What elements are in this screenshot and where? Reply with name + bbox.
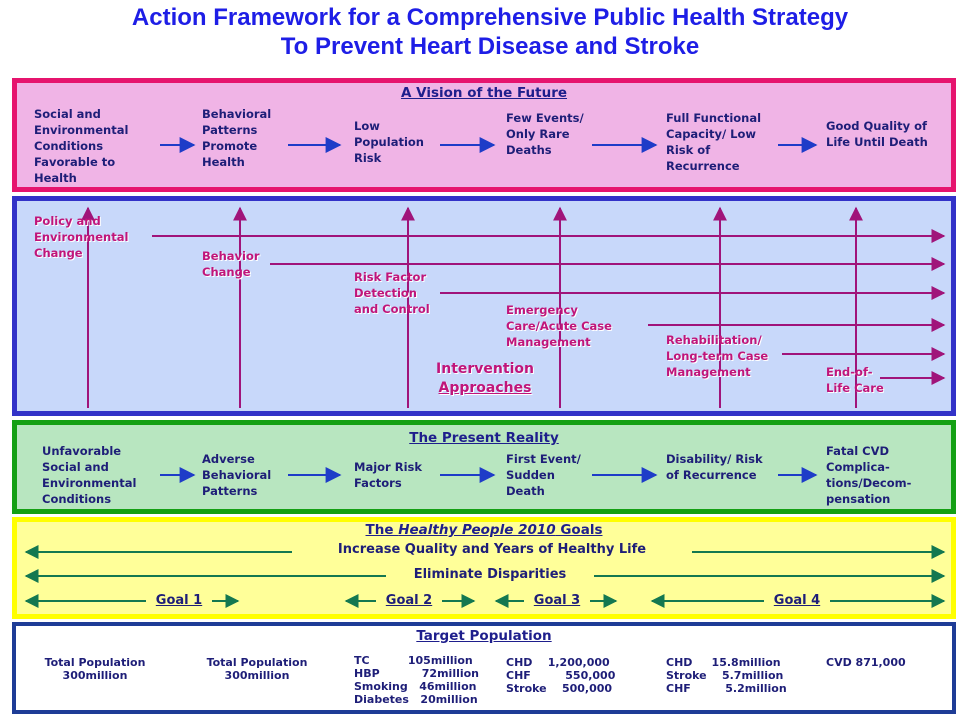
vision-panel: A Vision of the Future — [12, 78, 956, 192]
goal-4-label: Goal 4 — [764, 591, 830, 611]
vision-item-3: Low Population Risk — [354, 119, 424, 165]
vision-item-5: Full Functional Capacity/ Low Risk of Re… — [666, 111, 762, 173]
goal-bar-quality: Increase Quality and Years of Healthy Li… — [292, 540, 692, 560]
target-col1: Total Population 300million — [44, 656, 146, 682]
target-col5: CHD 15.8million Stroke 5.7million CHF 5.… — [666, 656, 787, 695]
goals-title-pre: The — [365, 522, 399, 538]
intervention-risk: Risk Factor Detection and Control — [354, 270, 430, 316]
goal-1-label: Goal 1 — [146, 591, 212, 611]
target-col2: Total Population 300million — [206, 656, 308, 682]
present-title: The Present Reality — [409, 430, 559, 446]
vision-item-2: Behavioral Patterns Promote Health — [202, 107, 272, 169]
intervention-endoflife: End-of-Life Care — [826, 365, 884, 395]
present-item-6: Fatal CVD Complica-tions/Decom-pensation — [826, 444, 912, 506]
intervention-label: Intervention Approaches — [400, 360, 570, 398]
intervention-horizontal-arrows — [152, 229, 946, 385]
goal-bar-disparities: Eliminate Disparities — [386, 565, 594, 585]
goal-2-label: Goal 2 — [376, 591, 442, 611]
target-col3: TC 105million HBP 72million Smoking 46mi… — [354, 654, 480, 706]
vision-item-6: Good Quality of Life Until Death — [826, 119, 928, 149]
intervention-vertical-arrows — [81, 206, 863, 408]
goal-3-label: Goal 3 — [524, 591, 590, 611]
present-item-3: Major Risk Factors — [354, 460, 423, 490]
intervention-policy: Policy and Environmental Change — [34, 214, 129, 260]
vision-item-4: Few Events/ Only Rare Deaths — [506, 111, 584, 157]
present-item-2: Adverse Behavioral Patterns — [202, 452, 272, 498]
intervention-emergency: Emergency Care/Acute Case Management — [506, 303, 612, 349]
main-title-line1: Action Framework for a Comprehensive Pub… — [131, 4, 849, 31]
goals-title: The Healthy People 2010 Goals — [17, 522, 951, 538]
intervention-panel — [12, 196, 956, 416]
intervention-label-line1: Intervention — [436, 361, 534, 377]
intervention-rehab: Rehabilitation/ Long-term Case Managemen… — [666, 333, 769, 379]
vision-item-1: Social and Environmental Conditions Favo… — [34, 107, 129, 185]
main-title-line2: To Prevent Heart Disease and Stroke — [280, 33, 700, 60]
goals-title-post: Goals — [555, 522, 603, 538]
goals-title-italic: Healthy People 2010 — [398, 522, 556, 538]
present-item-5: Disability/ Risk of Recurrence — [666, 452, 763, 482]
present-item-1: Unfavorable Social and Environmental Con… — [42, 444, 137, 506]
target-title: Target Population — [416, 628, 552, 644]
present-item-4: First Event/ Sudden Death — [506, 452, 581, 498]
target-col6: CVD 871,000 — [826, 656, 906, 669]
target-panel: Target Population — [12, 622, 956, 714]
vision-title: A Vision of the Future — [400, 85, 568, 101]
intervention-label-line2: Approaches — [438, 380, 532, 396]
intervention-behavior: Behavior Change — [202, 249, 260, 279]
target-col4: CHD 1,200,000 CHF 550,000 Stroke 500,000 — [506, 656, 616, 695]
